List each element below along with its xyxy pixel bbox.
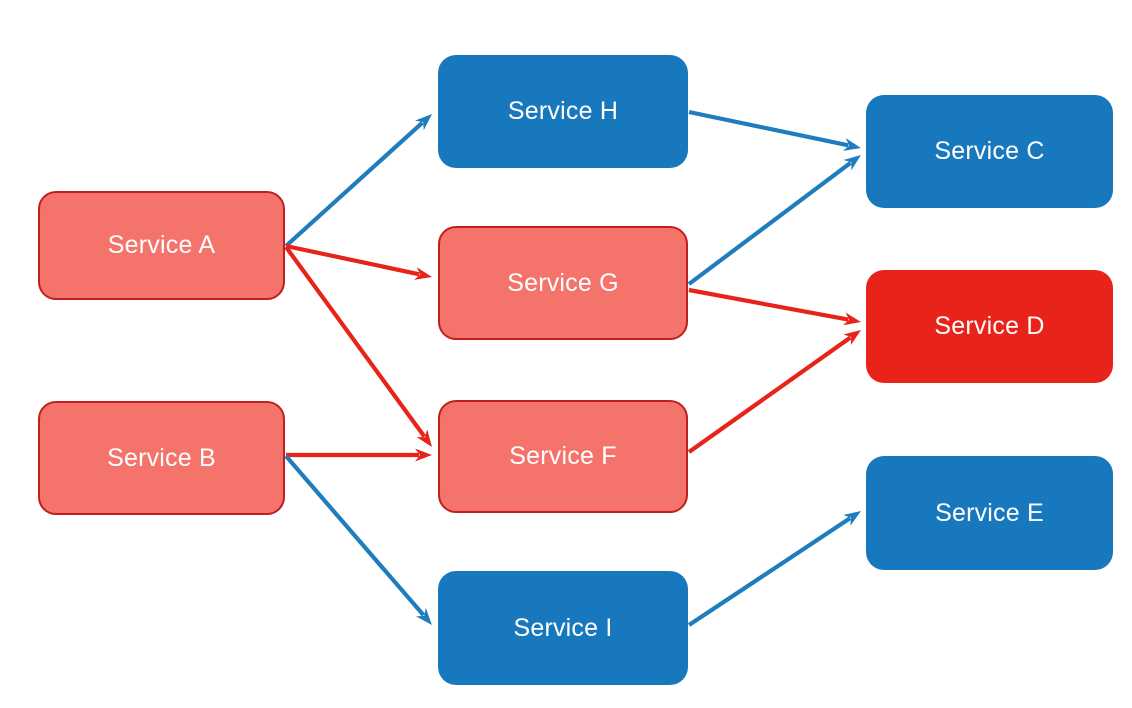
edge-arrowhead	[414, 267, 432, 280]
node-label-service-a: Service A	[107, 231, 216, 259]
edge-arrowhead	[843, 155, 861, 171]
node-service-d[interactable]: Service D	[866, 270, 1113, 383]
edge-line	[284, 245, 427, 438]
edge-f-to-d	[687, 330, 861, 454]
node-service-a[interactable]: Service A	[38, 191, 285, 300]
node-label-service-f: Service F	[509, 442, 617, 470]
node-label-service-e: Service E	[935, 498, 1044, 527]
edge-g-to-c	[687, 155, 861, 286]
edge-arrowhead	[843, 312, 861, 326]
edge-arrowhead	[415, 114, 432, 131]
node-service-h[interactable]: Service H	[438, 55, 688, 168]
node-label-service-c: Service C	[934, 137, 1045, 165]
edge-line	[687, 516, 852, 627]
edge-arrowhead	[416, 429, 432, 447]
node-label-service-b: Service B	[107, 443, 216, 472]
edge-arrowhead	[415, 607, 432, 625]
edge-arrowhead	[415, 448, 432, 462]
edge-arrowhead	[843, 330, 861, 346]
edge-line	[285, 243, 420, 277]
edge-a-to-g	[285, 243, 432, 280]
edge-line	[688, 287, 849, 322]
node-label-service-h: Service H	[507, 97, 619, 125]
edge-line	[687, 161, 852, 286]
node-service-b[interactable]: Service B	[38, 401, 285, 515]
node-service-g[interactable]: Service G	[438, 226, 688, 340]
edge-a-to-h	[284, 114, 432, 248]
edge-arrowhead	[843, 511, 861, 526]
edge-g-to-d	[688, 287, 861, 326]
node-service-c[interactable]: Service C	[866, 95, 1113, 208]
node-label-service-i: Service I	[513, 613, 613, 642]
node-label-service-g: Service G	[507, 268, 619, 297]
edge-line	[284, 454, 426, 617]
edge-line	[284, 121, 424, 248]
edge-arrowhead	[843, 138, 861, 151]
node-service-i[interactable]: Service I	[438, 571, 688, 685]
node-service-f[interactable]: Service F	[438, 400, 688, 513]
edge-line	[688, 109, 849, 148]
edge-b-to-i	[284, 454, 432, 625]
edge-line	[687, 335, 852, 454]
node-label-service-d: Service D	[934, 312, 1045, 340]
edge-a-to-f	[284, 245, 432, 447]
edge-b-to-f	[286, 448, 432, 462]
edge-h-to-c	[688, 109, 861, 151]
node-service-e[interactable]: Service E	[866, 456, 1113, 570]
edge-i-to-e	[687, 511, 861, 627]
